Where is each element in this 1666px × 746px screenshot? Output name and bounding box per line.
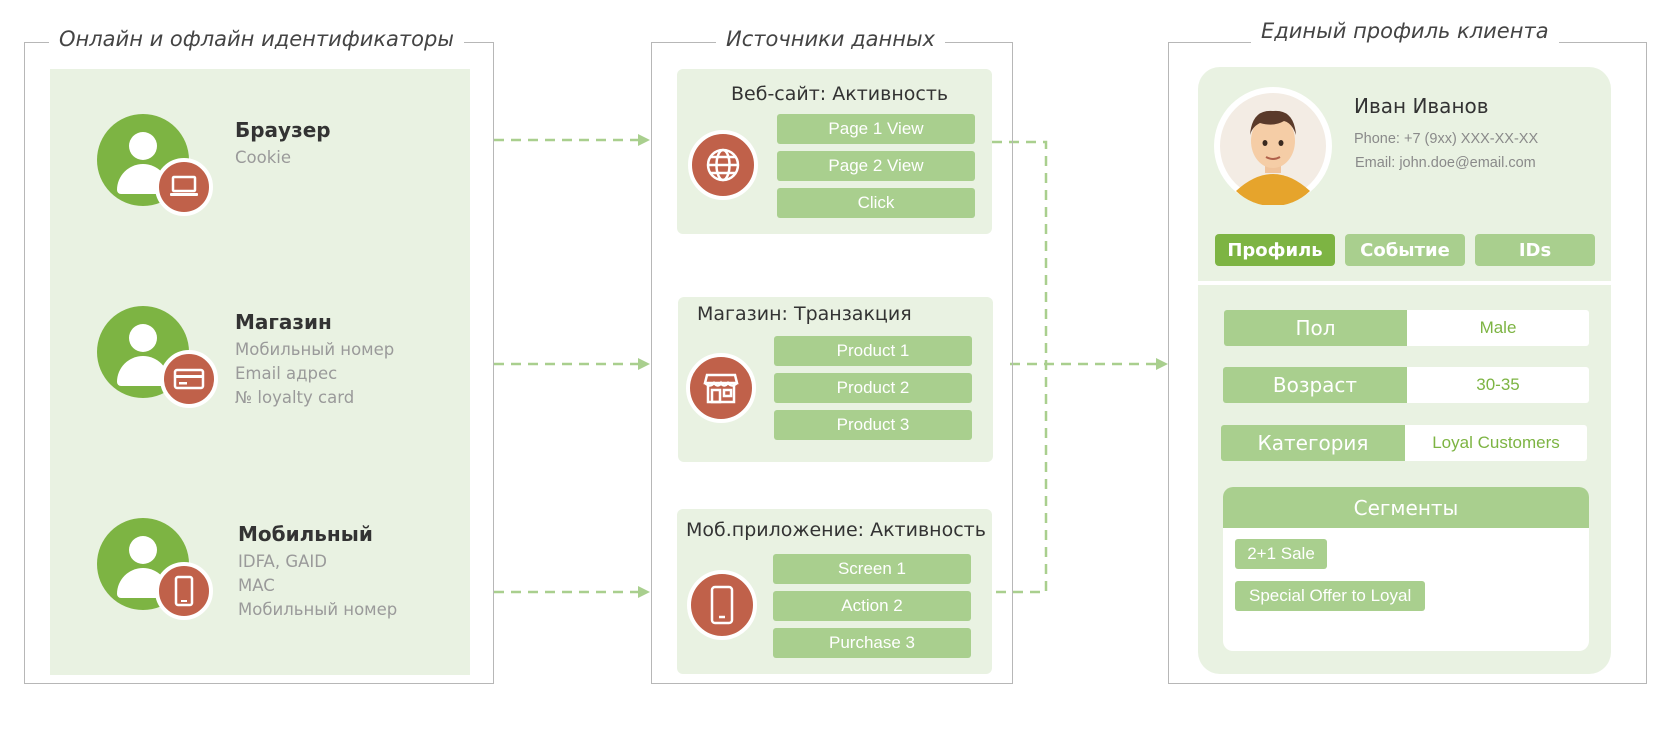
avatar — [1214, 87, 1332, 207]
attribute-label: Категория — [1221, 425, 1405, 461]
tabs-divider — [1198, 281, 1611, 285]
event-pill: Product 2 — [774, 373, 972, 403]
attribute-label: Возраст — [1223, 367, 1407, 403]
event-pill: Click — [777, 188, 975, 218]
event-pill: Product 3 — [774, 410, 972, 440]
attribute-label: Пол — [1224, 310, 1407, 346]
identifier-title: Мобильный — [238, 522, 373, 546]
globe-icon — [688, 130, 758, 200]
identifier-detail: IDFA, GAID — [238, 552, 327, 571]
attribute-value: Loyal Customers — [1405, 425, 1587, 461]
identifier-store: Магазин Мобильный номер Email адрес № lo… — [50, 306, 470, 426]
profile-card: Иван Иванов Phone: +7 (9xx) XXX-XX-XX Em… — [1198, 67, 1611, 674]
event-pill: Page 1 View — [777, 114, 975, 144]
credit-card-icon — [160, 350, 218, 408]
event-pill: Purchase 3 — [773, 628, 971, 658]
sources-frame: Источники данных — [651, 27, 1013, 684]
segments-box: Сегменты 2+1 Sale Special Offer to Loyal — [1223, 487, 1589, 651]
identifier-detail: Мобильный номер — [235, 340, 395, 359]
laptop-icon — [155, 158, 213, 216]
identifiers-frame: Онлайн и офлайн идентификаторы — [24, 27, 494, 684]
attribute-value: 30-35 — [1407, 367, 1589, 403]
source-card-store: Магазин: Транзакция Product 1 Product 2 … — [678, 297, 993, 462]
event-pill: Page 2 View — [777, 151, 975, 181]
event-pill: Screen 1 — [773, 554, 971, 584]
identifier-title: Магазин — [235, 310, 332, 334]
tab-ids[interactable]: IDs — [1475, 234, 1595, 266]
identifier-browser: Браузер Cookie — [50, 114, 470, 234]
sources-title: Источники данных — [716, 27, 945, 51]
segment-pill: 2+1 Sale — [1235, 539, 1327, 569]
smartphone-icon — [155, 562, 213, 620]
source-card-mobile-app: Моб.приложение: Активность Screen 1 Acti… — [677, 509, 992, 674]
identifier-detail: № loyalty card — [235, 388, 355, 407]
profile-email: Email: john.doe@email.com — [1355, 155, 1536, 171]
profile-title: Единый профиль клиента — [1251, 19, 1559, 43]
profile-phone: Phone: +7 (9xx) XXX-XX-XX — [1354, 131, 1539, 147]
identifier-mobile: Мобильный IDFA, GAID MAC Мобильный номер — [50, 518, 470, 638]
identifier-detail: Cookie — [235, 148, 292, 167]
storefront-icon — [686, 353, 756, 423]
segments-header: Сегменты — [1223, 487, 1589, 528]
source-card-web: Веб-сайт: Активность Page 1 View Page 2 … — [677, 69, 992, 234]
identifiers-title: Онлайн и офлайн идентификаторы — [49, 27, 464, 51]
identifier-detail: MAC — [238, 576, 275, 595]
attribute-value: Male — [1407, 310, 1589, 346]
event-pill: Action 2 — [773, 591, 971, 621]
segment-pill: Special Offer to Loyal — [1235, 581, 1426, 611]
identifier-detail: Email адрес — [235, 364, 338, 383]
profile-frame: Единый профиль клиента — [1168, 19, 1647, 684]
event-pill: Product 1 — [774, 336, 972, 366]
source-title: Магазин: Транзакция — [697, 303, 912, 325]
identifier-title: Браузер — [235, 118, 331, 142]
identifier-detail: Мобильный номер — [238, 600, 398, 619]
tab-event[interactable]: Событие — [1345, 234, 1465, 266]
tab-profile[interactable]: Профиль — [1215, 234, 1335, 266]
user-icon — [97, 306, 189, 398]
source-title: Моб.приложение: Активность — [686, 519, 986, 541]
identifiers-panel: Браузер Cookie Магазин Мобильный номер E… — [50, 69, 470, 675]
profile-name: Иван Иванов — [1354, 94, 1489, 118]
source-title: Веб-сайт: Активность — [731, 83, 949, 105]
smartphone-icon — [687, 570, 757, 640]
